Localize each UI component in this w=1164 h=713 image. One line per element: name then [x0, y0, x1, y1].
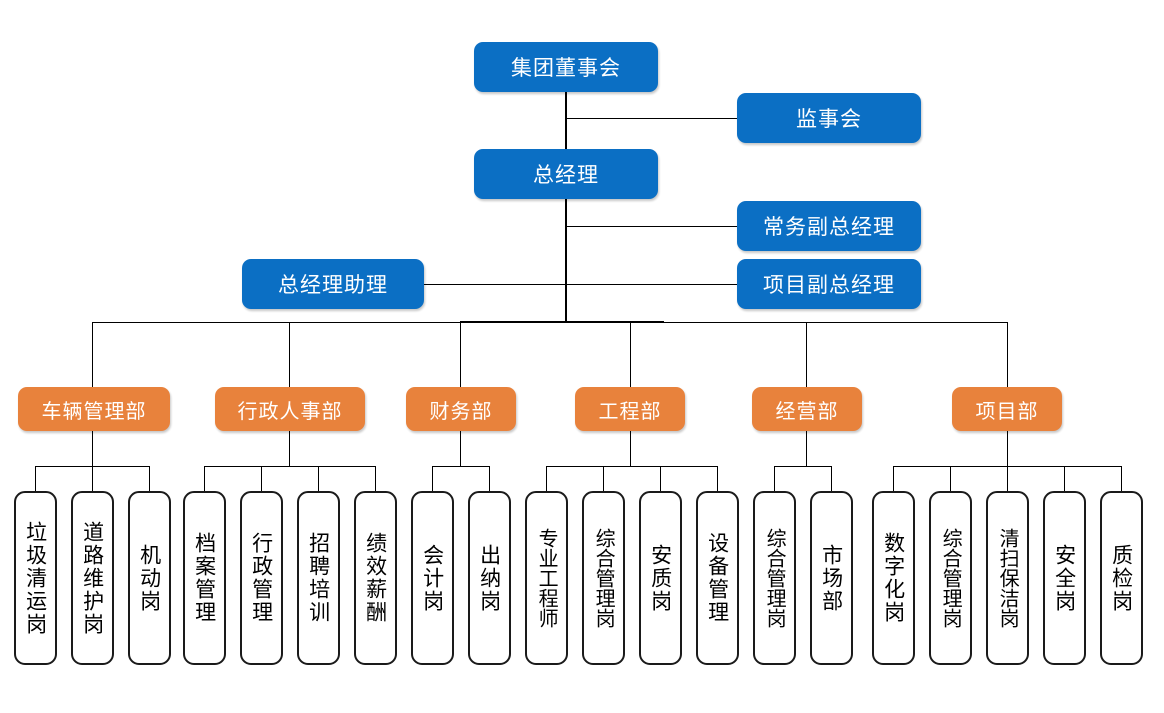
leaf-label: 安质岗: [648, 543, 673, 613]
connector-dept-2-leaf-3: [318, 466, 319, 491]
connector-bus-to-dept-3: [460, 322, 461, 388]
leaf-position-box[interactable]: 出纳岗: [468, 491, 511, 665]
leaf-label: 垃圾清运岗: [23, 520, 48, 636]
connector-dept-1-stem: [92, 430, 93, 466]
node-supervisory-board[interactable]: 监事会: [737, 93, 921, 143]
connector-dept-2-bar: [204, 466, 375, 467]
connector-gm-to-exec-vice-gm: [566, 226, 737, 227]
node-department-operations[interactable]: 经营部: [752, 387, 862, 431]
leaf-label: 质检岗: [1109, 543, 1134, 613]
node-general-manager-assistant[interactable]: 总经理助理: [242, 259, 424, 309]
connector-bus-to-dept-5: [806, 322, 807, 388]
leaf-position-box[interactable]: 道路维护岗: [71, 491, 114, 665]
connector-dept-5-leaf-1: [774, 466, 775, 491]
node-department-vehicle-management[interactable]: 车辆管理部: [18, 387, 170, 431]
connector-dept-2-stem: [289, 430, 290, 466]
leaf-label: 综合管理岗: [939, 528, 964, 628]
node-general-manager[interactable]: 总经理: [474, 149, 658, 199]
node-department-project[interactable]: 项目部: [952, 387, 1062, 431]
leaf-label: 数字化岗: [881, 532, 906, 624]
leaf-position-box[interactable]: 机动岗: [128, 491, 171, 665]
leaf-position-box[interactable]: 行政管理: [240, 491, 283, 665]
connector-dept-3-bar: [432, 466, 489, 467]
connector-dept-3-leaf-2: [489, 466, 490, 491]
connector-dept-4-stem: [630, 430, 631, 466]
connector-dept-1-leaf-2: [92, 466, 93, 491]
leaf-position-box[interactable]: 综合管理岗: [582, 491, 625, 665]
connector-dept-5-bar: [774, 466, 831, 467]
leaf-position-box[interactable]: 专业工程师: [525, 491, 568, 665]
leaf-label: 行政管理: [249, 532, 274, 624]
connector-gm-to-bus: [565, 199, 567, 323]
node-board-of-directors[interactable]: 集团董事会: [474, 42, 658, 92]
connector-dept-6-leaf-3: [1007, 466, 1008, 491]
connector-dept-2-leaf-4: [375, 466, 376, 491]
leaf-label: 档案管理: [192, 532, 217, 624]
connector-dept-4-leaf-1: [546, 466, 547, 491]
leaf-position-box[interactable]: 会计岗: [411, 491, 454, 665]
connector-bus-to-dept-1: [92, 322, 93, 388]
leaf-label: 会计岗: [420, 543, 445, 613]
leaf-label: 绩效薪酬: [363, 532, 388, 624]
leaf-position-box[interactable]: 综合管理岗: [753, 491, 796, 665]
node-department-administration-hr[interactable]: 行政人事部: [215, 387, 365, 431]
connector-dept-2-leaf-1: [204, 466, 205, 491]
leaf-position-box[interactable]: 垃圾清运岗: [14, 491, 57, 665]
node-department-engineering[interactable]: 工程部: [575, 387, 685, 431]
connector-dept-6-leaf-4: [1064, 466, 1065, 491]
connector-gm-to-project-vice-gm: [566, 284, 737, 285]
leaf-position-box[interactable]: 安全岗: [1043, 491, 1086, 665]
leaf-position-box[interactable]: 清扫保洁岗: [986, 491, 1029, 665]
connector-bus-to-dept-6: [1007, 322, 1008, 388]
connector-board-to-gm: [565, 92, 567, 150]
leaf-position-box[interactable]: 招聘培训: [297, 491, 340, 665]
connector-board-to-supervisory: [566, 118, 737, 119]
connector-dept-1-leaf-3: [149, 466, 150, 491]
leaf-label: 安全岗: [1052, 543, 1077, 613]
connector-dept-4-bar: [546, 466, 717, 467]
connector-dept-4-leaf-2: [603, 466, 604, 491]
connector-dept-4-leaf-4: [717, 466, 718, 491]
leaf-label: 招聘培训: [306, 532, 331, 624]
leaf-label: 专业工程师: [535, 528, 560, 628]
leaf-label: 道路维护岗: [80, 520, 105, 636]
connector-gm-assistant-to-gm: [424, 284, 566, 285]
connector-dept-3-leaf-1: [432, 466, 433, 491]
connector-dept-6-leaf-5: [1121, 466, 1122, 491]
leaf-position-box[interactable]: 档案管理: [183, 491, 226, 665]
leaf-position-box[interactable]: 数字化岗: [872, 491, 915, 665]
leaf-position-box[interactable]: 设备管理: [696, 491, 739, 665]
connector-dept-5-stem: [806, 430, 807, 466]
leaf-position-box[interactable]: 综合管理岗: [929, 491, 972, 665]
node-department-finance[interactable]: 财务部: [406, 387, 516, 431]
connector-dept-1-leaf-1: [35, 466, 36, 491]
leaf-position-box[interactable]: 质检岗: [1100, 491, 1143, 665]
leaf-label: 清扫保洁岗: [996, 528, 1021, 628]
leaf-label: 市场部: [819, 543, 844, 613]
connector-dept-5-leaf-2: [831, 466, 832, 491]
node-executive-vice-general-manager[interactable]: 常务副总经理: [737, 201, 921, 251]
node-project-vice-general-manager[interactable]: 项目副总经理: [737, 259, 921, 309]
connector-dept-6-leaf-1: [893, 466, 894, 491]
connector-bus-to-dept-4: [630, 322, 631, 388]
department-bus-center: [460, 321, 664, 323]
leaf-position-box[interactable]: 绩效薪酬: [354, 491, 397, 665]
leaf-label: 设备管理: [705, 532, 730, 624]
connector-dept-3-stem: [460, 430, 461, 466]
leaf-label: 出纳岗: [477, 543, 502, 613]
leaf-label: 机动岗: [137, 543, 162, 613]
leaf-position-box[interactable]: 市场部: [810, 491, 853, 665]
connector-dept-4-leaf-3: [660, 466, 661, 491]
connector-bus-to-dept-2: [289, 322, 290, 388]
leaf-label: 综合管理岗: [763, 528, 788, 628]
connector-dept-6-stem: [1007, 430, 1008, 466]
connector-dept-2-leaf-2: [261, 466, 262, 491]
leaf-position-box[interactable]: 安质岗: [639, 491, 682, 665]
connector-dept-6-leaf-2: [950, 466, 951, 491]
leaf-label: 综合管理岗: [592, 528, 617, 628]
